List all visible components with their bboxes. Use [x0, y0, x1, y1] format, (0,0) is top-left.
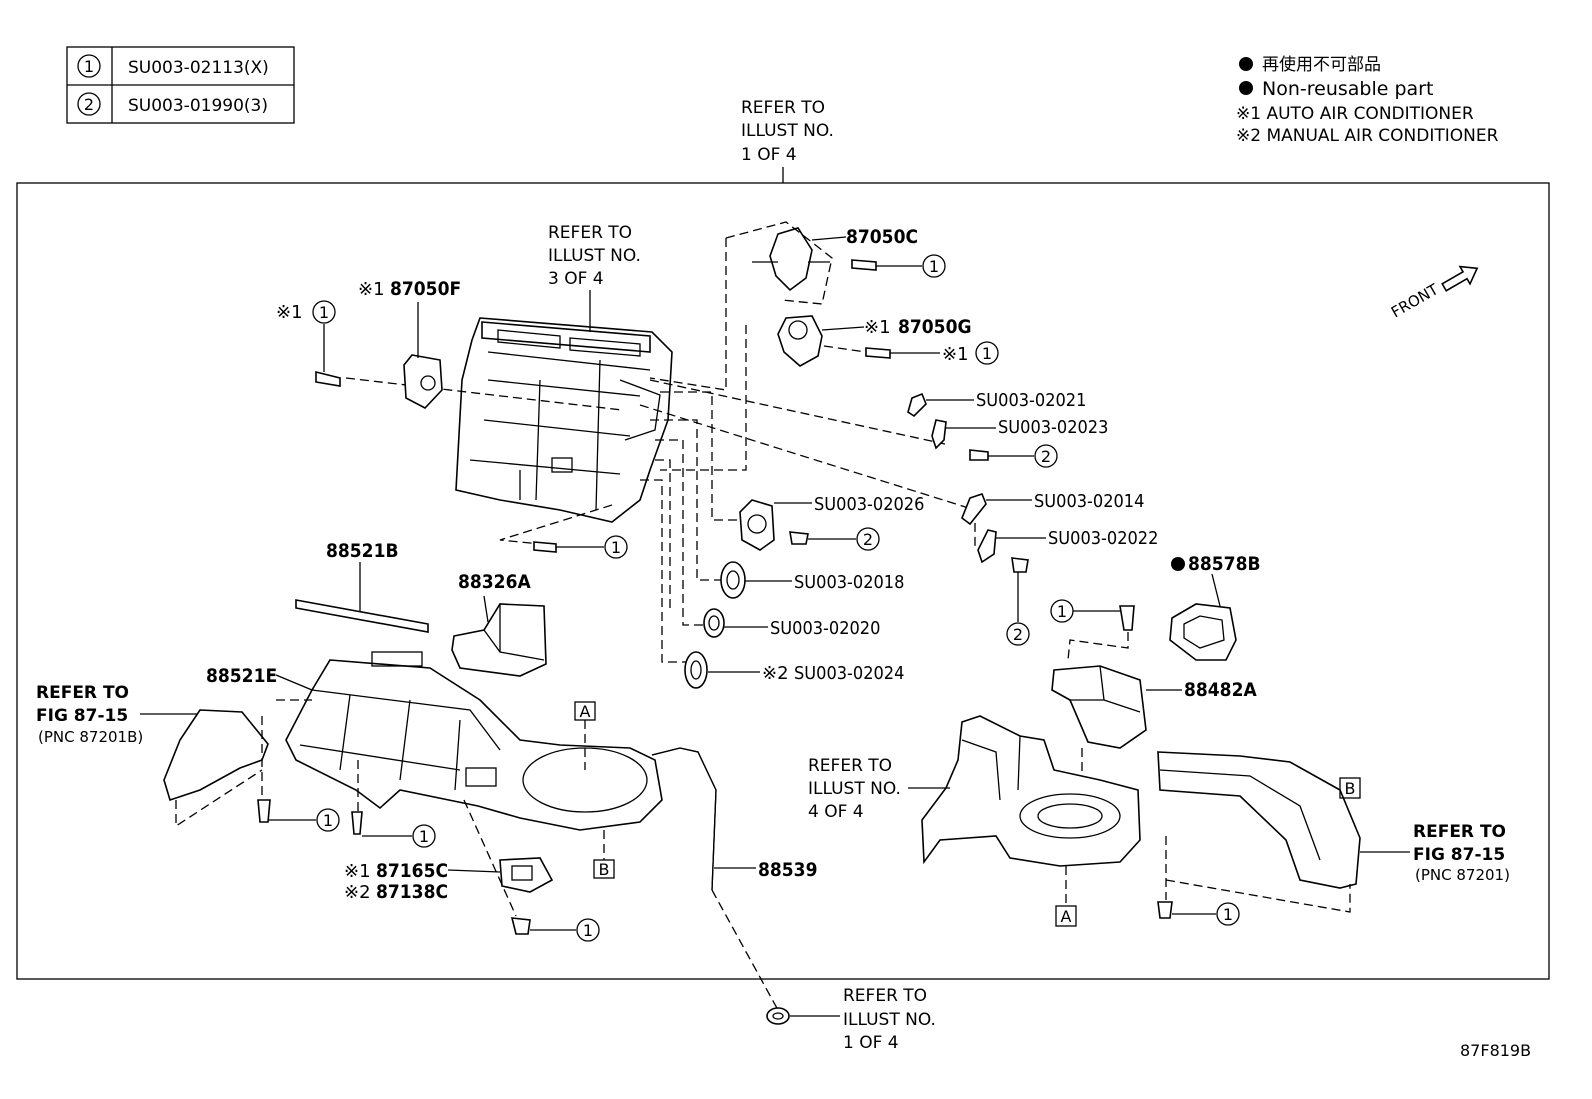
svg-text:2: 2: [1013, 625, 1023, 644]
part-88578B: 88578B: [1188, 553, 1261, 575]
links-02014-02022: SU003-02014 SU003-02022 2: [961, 491, 1158, 646]
screw-center: 1: [533, 535, 628, 559]
legend-non-reusable: Non-reusable part: [1262, 78, 1433, 100]
part-SU003-02020: SU003-02020: [770, 618, 880, 639]
svg-text:ILLUST NO.: ILLUST NO.: [548, 246, 641, 266]
svg-text:3 OF 4: 3 OF 4: [548, 269, 604, 289]
seal-88521B: 88521B: [295, 540, 429, 633]
svg-text:1 OF 4: 1 OF 4: [741, 145, 797, 165]
svg-text:REFER TO: REFER TO: [36, 683, 129, 703]
svg-text:※1: ※1: [276, 302, 303, 323]
legend-jp: 再使用不可部品: [1262, 54, 1381, 75]
part-88482A: 88482A: [1184, 679, 1257, 701]
part-88326A: 88326A: [458, 571, 531, 593]
legend-table-code-2: SU003-01990(3): [128, 96, 268, 116]
svg-text:1: 1: [611, 538, 621, 557]
svg-text:A: A: [580, 702, 591, 721]
duct-88326A: 88326A: [451, 571, 547, 677]
svg-text:ILLUST NO.: ILLUST NO.: [843, 1010, 936, 1030]
part-88539: 88539: [758, 859, 817, 881]
actuator-87050G: ※1 87050G ※1 1: [777, 315, 999, 367]
refer-illust4: REFER TO: [808, 756, 892, 776]
svg-text:1: 1: [419, 827, 429, 846]
part-87050C: 87050C: [846, 226, 918, 248]
svg-text:FIG 87-15: FIG 87-15: [1413, 845, 1505, 865]
svg-text:※2: ※2: [344, 882, 371, 903]
blower-case: REFER TO ILLUST NO. 4 OF 4 A: [808, 715, 1141, 927]
refer-illust3: REFER TO: [548, 223, 632, 243]
legend-note-1: ※1 AUTO AIR CONDITIONER: [1236, 104, 1474, 124]
actuator-87050C: 87050C 1: [725, 221, 946, 305]
svg-text:(PNC 87201): (PNC 87201): [1415, 866, 1510, 884]
part-SU003-02026: SU003-02026: [814, 494, 924, 515]
front-label: FRONT: [1388, 280, 1442, 322]
svg-text:(PNC 87201B): (PNC 87201B): [38, 728, 143, 746]
gears: SU003-02026 2 SU003-02018 SU003-02020 ※2…: [684, 494, 924, 689]
svg-text:1: 1: [929, 257, 939, 276]
legend-note-2: ※2 MANUAL AIR CONDITIONER: [1236, 126, 1499, 146]
svg-text:REFER TO: REFER TO: [741, 98, 825, 118]
box-markers-left: A B: [574, 701, 615, 879]
svg-text:FIG 87-15: FIG 87-15: [36, 706, 128, 726]
legend-notes: 再使用不可部品 Non-reusable part ※1 AUTO AIR CO…: [1236, 54, 1499, 146]
refer-fig-left: REFER TO FIG 87-15 (PNC 87201B) 1 1: [36, 683, 436, 848]
svg-text:2: 2: [1041, 447, 1051, 466]
part-88521B: 88521B: [326, 540, 399, 562]
svg-text:1: 1: [319, 303, 329, 322]
links-02021-02023: SU003-02021 SU003-02023 2: [907, 390, 1108, 468]
heater-case-lower-88521E: 88521E: [206, 651, 663, 831]
diagram-frame: [16, 182, 1550, 980]
part-87138C: 87138C: [376, 881, 448, 903]
legend-table-num-1: 1: [84, 57, 94, 76]
svg-text:1: 1: [1057, 602, 1067, 621]
svg-text:※1: ※1: [344, 861, 371, 882]
svg-text:1: 1: [982, 344, 992, 363]
sensor-87165C-87138C: ※1 87165C ※2 87138C 1: [344, 799, 600, 942]
svg-text:A: A: [1061, 907, 1072, 926]
refer-bottom: REFER TO: [843, 986, 927, 1006]
svg-text:※1: ※1: [942, 344, 969, 365]
svg-text:ILLUST NO.: ILLUST NO.: [741, 121, 834, 141]
svg-text:1: 1: [1223, 905, 1233, 924]
heater-case-upper: REFER TO ILLUST NO. 3 OF 4: [455, 223, 673, 523]
refer-fig-right: REFER TO: [1413, 822, 1506, 842]
non-reusable-dot-icon: [1171, 557, 1185, 571]
legend-table: 1 SU003-02113(X) 2 SU003-01990(3): [66, 46, 295, 124]
part-SU003-02021: SU003-02021: [976, 390, 1086, 411]
part-87050G: 87050G: [898, 316, 972, 338]
svg-text:※2: ※2: [762, 663, 789, 684]
drain-hose-88539: 88539 REFER TO ILLUST NO. 1 OF 4: [651, 747, 936, 1053]
svg-text:ILLUST NO.: ILLUST NO.: [808, 779, 901, 799]
svg-text:4 OF 4: 4 OF 4: [808, 802, 864, 822]
part-87050F: 87050F: [390, 278, 461, 300]
svg-text:※1: ※1: [864, 317, 891, 338]
svg-text:B: B: [599, 860, 610, 879]
part-88521E: 88521E: [206, 665, 277, 687]
part-SU003-02023: SU003-02023: [998, 417, 1108, 438]
svg-text:1: 1: [583, 921, 593, 940]
non-reusable-dot-icon: [1239, 81, 1253, 95]
svg-text:2: 2: [863, 530, 873, 549]
part-SU003-02024: SU003-02024: [794, 663, 904, 684]
svg-text:※1: ※1: [358, 279, 385, 300]
legend-table-num-2: 2: [84, 95, 94, 114]
part-SU003-02014: SU003-02014: [1034, 491, 1144, 512]
part-SU003-02018: SU003-02018: [794, 572, 904, 593]
svg-text:B: B: [1345, 779, 1356, 798]
diagram-id: 87F819B: [1460, 1041, 1531, 1060]
svg-text:1 OF 4: 1 OF 4: [843, 1033, 899, 1053]
part-87165C: 87165C: [376, 860, 448, 882]
svg-text:1: 1: [323, 811, 333, 830]
gasket-88578B: 88578B: [1169, 553, 1261, 661]
non-reusable-dot-icon: [1239, 57, 1253, 71]
front-arrow-icon: FRONT: [1388, 265, 1479, 322]
part-SU003-02022: SU003-02022: [1048, 528, 1158, 549]
leader-lines-upper: [345, 238, 976, 663]
refer-top: REFER TO ILLUST NO. 1 OF 4: [741, 98, 834, 183]
actuator-87050F: ※1 87050F 1 ※1: [276, 278, 461, 409]
legend-table-code-1: SU003-02113(X): [128, 58, 269, 78]
duct-right: B REFER TO FIG 87-15 (PNC 87201) 1: [1157, 751, 1510, 926]
